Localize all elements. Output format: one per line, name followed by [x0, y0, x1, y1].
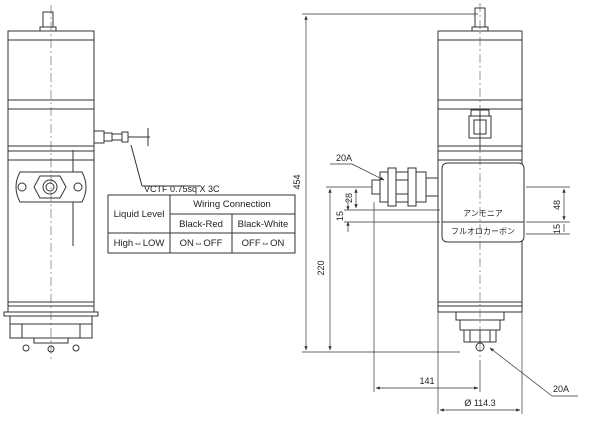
- table-col-black-red: Black-Red: [179, 219, 223, 230]
- dim-offset-28: 28: [344, 193, 354, 203]
- port-label-top: 20A: [336, 153, 352, 163]
- table-row-label: High⇔LOW: [114, 238, 165, 249]
- right-front-view: [371, 7, 525, 352]
- dim-diameter: Ø 114.3: [464, 398, 495, 408]
- table-header-liquid-level: Liquid Level: [114, 209, 165, 220]
- dim-right-48: 48: [552, 200, 562, 210]
- table-header-wiring: Wiring Connection: [193, 199, 271, 210]
- dim-overall-height: 454: [292, 174, 302, 189]
- dim-horizontal-141: 141: [419, 376, 434, 386]
- fluorocarbon-label: フルオロカーボン: [451, 227, 515, 236]
- table-row-black-red: ON⇔OFF: [180, 238, 223, 249]
- ammonia-label: アンモニア: [463, 209, 503, 218]
- dim-right-15: 15: [552, 224, 562, 234]
- table-col-black-white: Black-White: [238, 219, 289, 230]
- dim-offset-15: 15: [335, 211, 345, 221]
- dimension-lines: [302, 13, 578, 414]
- wiring-table: Liquid Level Wiring Connection Black-Red…: [107, 194, 296, 254]
- left-side-view: [3, 11, 200, 353]
- table-row-black-white: OFF⇔ON: [242, 238, 285, 249]
- port-label-bottom: 20A: [553, 384, 569, 394]
- cable-spec-label: VCTF 0.75sq X 3C: [144, 184, 220, 194]
- dim-lower-height: 220: [316, 260, 326, 275]
